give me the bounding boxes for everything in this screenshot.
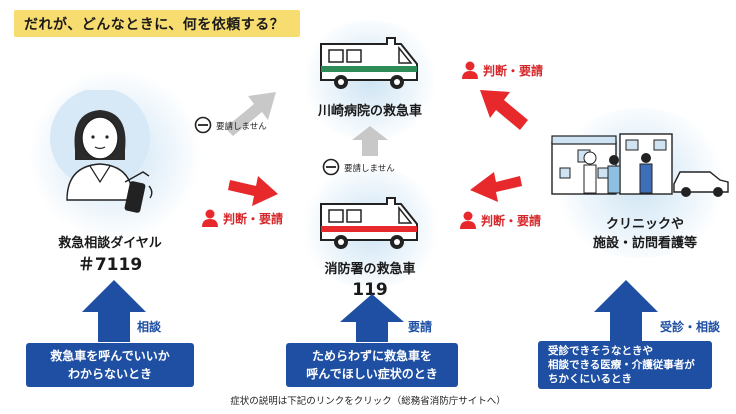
clinic-label-line1: クリニックや	[605, 217, 684, 232]
caller-box-right: 受診できそうなときや 相談できる医療・介護従事者が ちかくにいるとき	[538, 341, 712, 389]
phone-icon	[124, 181, 153, 213]
person-icon	[202, 209, 218, 227]
arrow-caller-right	[594, 280, 658, 342]
arrow-clinic-to-fire	[470, 172, 522, 202]
dial-number: ＃7119	[77, 255, 143, 275]
clinic-label-line2: 施設・訪問看護等	[592, 236, 697, 251]
action-center: 要請	[408, 320, 433, 334]
edge-label-dial-fire: 判断・要請	[223, 212, 284, 226]
arrow-clinic-to-hospital	[480, 90, 528, 130]
no-entry-icon	[322, 158, 340, 176]
edge-label-clinic-fire: 判断・要請	[481, 214, 542, 228]
caller-left-line1: 救急車を呼んでいいか	[50, 349, 170, 363]
title-bar	[14, 10, 300, 37]
no-entry-icon	[194, 116, 212, 134]
arrow-caller-left	[82, 280, 146, 342]
caller-center-line2: 呼んでほしい症状のとき	[306, 367, 438, 381]
caller-right-line1: 受診できそうなときや	[548, 345, 653, 357]
arrow-dial-to-fire	[228, 176, 278, 206]
dial-label: 救急相談ダイヤル	[58, 236, 162, 251]
caller-center-line1: ためらわずに救急車を	[311, 349, 432, 363]
page-title: だれが、どんなときに、何を依頼する？	[24, 17, 285, 33]
fire-ambulance-icon	[320, 197, 418, 249]
fire-number: 119	[352, 280, 388, 300]
edge-label-dial-hospital: 要請しません	[216, 122, 267, 132]
arrow-dial-to-hospital	[225, 92, 276, 136]
action-right: 受診・相談	[660, 320, 721, 334]
hospital-ambulance-icon	[320, 37, 418, 89]
footer-link[interactable]: 症状の説明は下記のリンクをクリック（総務省消防庁サイトへ）	[230, 396, 506, 407]
person-icon	[460, 211, 476, 229]
operator-illustration	[50, 90, 150, 201]
caller-box-left: 救急車を呼んでいいか わからないとき	[26, 343, 194, 387]
fire-label: 消防署の救急車	[324, 262, 416, 277]
clinic-illustration	[551, 133, 729, 197]
caller-box-center[interactable]: ためらわずに救急車を 呼んでほしい症状のとき	[286, 343, 458, 387]
arrow-caller-center	[340, 294, 404, 342]
edge-label-fire-hospital: 要請しません	[344, 164, 395, 174]
caller-right-line2: 相談できる医療・介護従事者が	[548, 359, 695, 371]
caller-right-line3: ちかくにいるとき	[548, 373, 632, 385]
action-left: 相談	[137, 320, 162, 334]
caller-left-line2: わからないとき	[67, 367, 152, 381]
hospital-label: 川崎病院の救急車	[317, 104, 422, 119]
arrow-fire-to-hospital	[352, 126, 388, 156]
person-icon	[462, 61, 478, 79]
edge-label-clinic-hospital: 判断・要請	[483, 64, 544, 78]
